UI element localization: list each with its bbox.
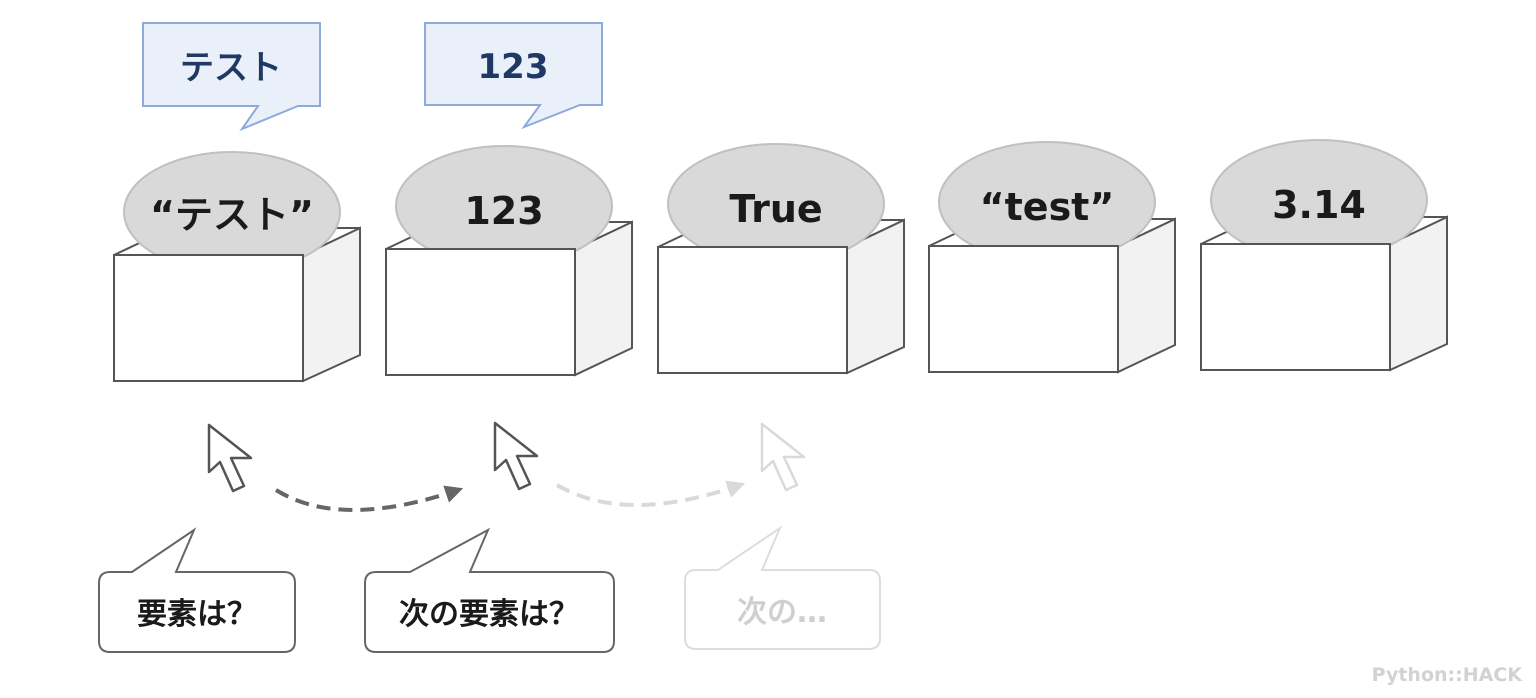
dashed-curve-arrow-icon bbox=[274, 485, 464, 512]
cursor-arrow-icon bbox=[760, 422, 806, 492]
output-callout-2: 123 bbox=[424, 22, 603, 130]
question-callout-3: 次の… bbox=[684, 525, 881, 650]
callout-text: 要素は？ bbox=[137, 597, 257, 632]
question-callout-2: 次の要素は？ bbox=[364, 527, 615, 653]
element-label: True bbox=[729, 187, 822, 231]
box-front bbox=[657, 246, 848, 374]
element-box-2: 123 bbox=[385, 145, 633, 377]
callout-bubble bbox=[684, 525, 881, 650]
element-label: “テスト” bbox=[150, 193, 314, 237]
callout-bubble bbox=[142, 22, 321, 132]
element-label: 123 bbox=[464, 189, 543, 233]
dashed-curve-arrow-icon bbox=[555, 480, 746, 507]
callout-bubble bbox=[424, 22, 603, 130]
callout-bubble bbox=[98, 527, 296, 653]
callout-text: テスト bbox=[180, 48, 282, 88]
cursor-arrow-icon bbox=[493, 421, 539, 491]
callout-text: 123 bbox=[478, 47, 549, 87]
callout-text: 次の要素は？ bbox=[399, 597, 579, 632]
box-front bbox=[1200, 243, 1391, 371]
question-callout-1: 要素は？ bbox=[98, 527, 296, 653]
callout-bubble bbox=[364, 527, 615, 653]
output-callout-1: テスト bbox=[142, 22, 321, 132]
element-label: 3.14 bbox=[1272, 183, 1366, 227]
box-front bbox=[928, 245, 1119, 373]
box-front bbox=[113, 254, 304, 382]
callout-text: 次の… bbox=[737, 595, 827, 630]
element-box-1: “テスト” bbox=[113, 151, 361, 383]
element-box-5: 3.14 bbox=[1200, 139, 1448, 372]
element-box-3: True bbox=[657, 143, 905, 375]
element-label: “test” bbox=[980, 185, 1115, 229]
element-box-4: “test” bbox=[928, 141, 1176, 374]
cursor-arrow-icon bbox=[207, 423, 253, 493]
box-front bbox=[385, 248, 576, 376]
watermark: Python::HACK bbox=[1371, 664, 1522, 686]
